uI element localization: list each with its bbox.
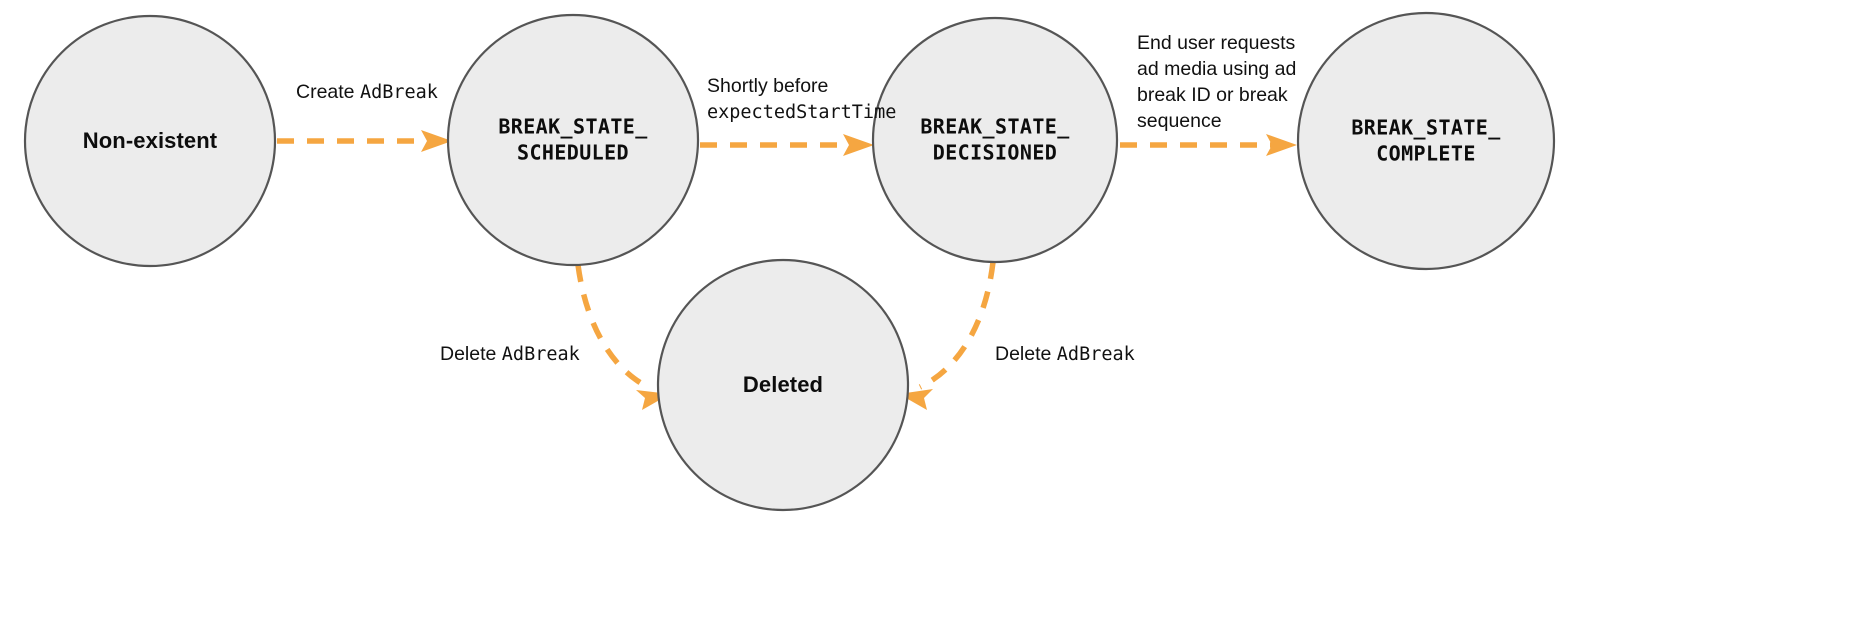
node-break-state-complete[interactable] <box>1296 11 1556 271</box>
edge-end-user-requests <box>1120 134 1297 156</box>
edge-line-delete-adbreak-decisioned <box>918 261 996 390</box>
edge-delete-adbreak-scheduled <box>575 264 670 410</box>
edge-create-adbreak <box>277 130 452 152</box>
edge-line-delete-adbreak-scheduled <box>575 264 652 391</box>
arrow-head-create-adbreak <box>421 130 452 152</box>
node-non-existent[interactable] <box>23 14 277 268</box>
edge-delete-adbreak-decisioned <box>899 261 996 410</box>
edge-shortly-before <box>700 134 874 156</box>
arrow-head-shortly-before <box>843 134 874 156</box>
node-break-state-scheduled[interactable] <box>446 13 700 267</box>
node-break-state-decisioned[interactable] <box>871 16 1119 264</box>
arrow-head-end-user-requests <box>1266 134 1297 156</box>
node-deleted[interactable] <box>656 258 910 512</box>
